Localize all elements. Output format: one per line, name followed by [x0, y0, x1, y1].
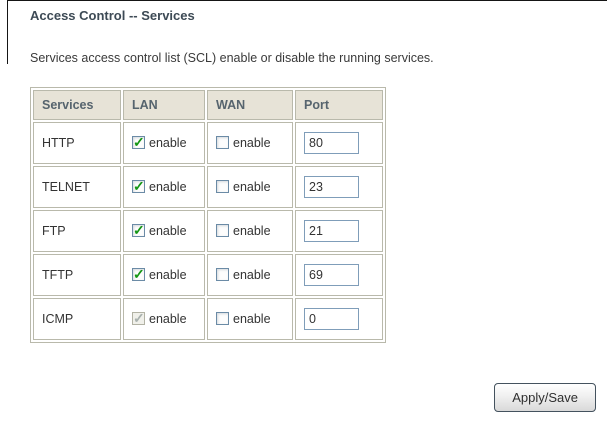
enable-label: enable — [149, 268, 187, 283]
service-name-cell: HTTP — [33, 122, 121, 164]
port-cell — [295, 122, 383, 164]
enable-label: enable — [233, 136, 271, 151]
lan-cell: enable — [123, 254, 205, 296]
port-input[interactable] — [304, 132, 359, 154]
port-input[interactable] — [304, 220, 359, 242]
wan-enable-checkbox[interactable] — [216, 135, 229, 149]
page-description: Services access control list (SCL) enabl… — [30, 51, 434, 65]
table-row: TELNET enable enable — [33, 166, 383, 208]
services-table: Services LAN WAN Port HTTP enable enable… — [30, 87, 386, 343]
column-header-lan: LAN — [123, 90, 205, 120]
enable-label: enable — [149, 136, 187, 151]
frame-left-border — [7, 0, 8, 64]
port-cell — [295, 298, 383, 340]
lan-enable-checkbox[interactable] — [132, 266, 145, 283]
wan-cell: enable — [207, 122, 293, 164]
apply-save-button[interactable]: Apply/Save — [494, 383, 596, 412]
wan-cell: enable — [207, 166, 293, 208]
wan-enable-checkbox[interactable] — [216, 267, 229, 281]
table-row: HTTP enable enable — [33, 122, 383, 164]
enable-label: enable — [233, 312, 271, 327]
service-name-cell: ICMP — [33, 298, 121, 340]
lan-cell: enable — [123, 122, 205, 164]
lan-enable-checkbox — [132, 310, 145, 327]
wan-enable-checkbox[interactable] — [216, 223, 229, 237]
table-header-row: Services LAN WAN Port — [33, 90, 383, 120]
lan-enable-checkbox[interactable] — [132, 134, 145, 151]
enable-label: enable — [149, 224, 187, 239]
port-input[interactable] — [304, 264, 359, 286]
main-content: Access Control -- Services Services acce… — [0, 0, 607, 343]
lan-cell: enable — [123, 210, 205, 252]
enable-label: enable — [233, 224, 271, 239]
column-header-services: Services — [33, 90, 121, 120]
lan-cell: enable — [123, 166, 205, 208]
port-cell — [295, 210, 383, 252]
lan-cell: enable — [123, 298, 205, 340]
button-row: Apply/Save — [494, 383, 596, 412]
wan-cell: enable — [207, 254, 293, 296]
column-header-wan: WAN — [207, 90, 293, 120]
enable-label: enable — [233, 268, 271, 283]
enable-label: enable — [233, 180, 271, 195]
wan-enable-checkbox[interactable] — [216, 179, 229, 193]
lan-enable-checkbox[interactable] — [132, 222, 145, 239]
port-input[interactable] — [304, 176, 359, 198]
page-title: Access Control -- Services — [30, 8, 195, 23]
enable-label: enable — [149, 312, 187, 327]
service-name-cell: TFTP — [33, 254, 121, 296]
table-row: ICMP enable enable — [33, 298, 383, 340]
lan-enable-checkbox[interactable] — [132, 178, 145, 195]
port-cell — [295, 166, 383, 208]
column-header-port: Port — [295, 90, 383, 120]
table-row: FTP enable enable — [33, 210, 383, 252]
table-row: TFTP enable enable — [33, 254, 383, 296]
service-name-cell: TELNET — [33, 166, 121, 208]
port-cell — [295, 254, 383, 296]
enable-label: enable — [149, 180, 187, 195]
wan-enable-checkbox[interactable] — [216, 311, 229, 325]
port-input[interactable] — [304, 308, 359, 330]
frame-top-border — [7, 0, 607, 1]
wan-cell: enable — [207, 210, 293, 252]
service-name-cell: FTP — [33, 210, 121, 252]
wan-cell: enable — [207, 298, 293, 340]
